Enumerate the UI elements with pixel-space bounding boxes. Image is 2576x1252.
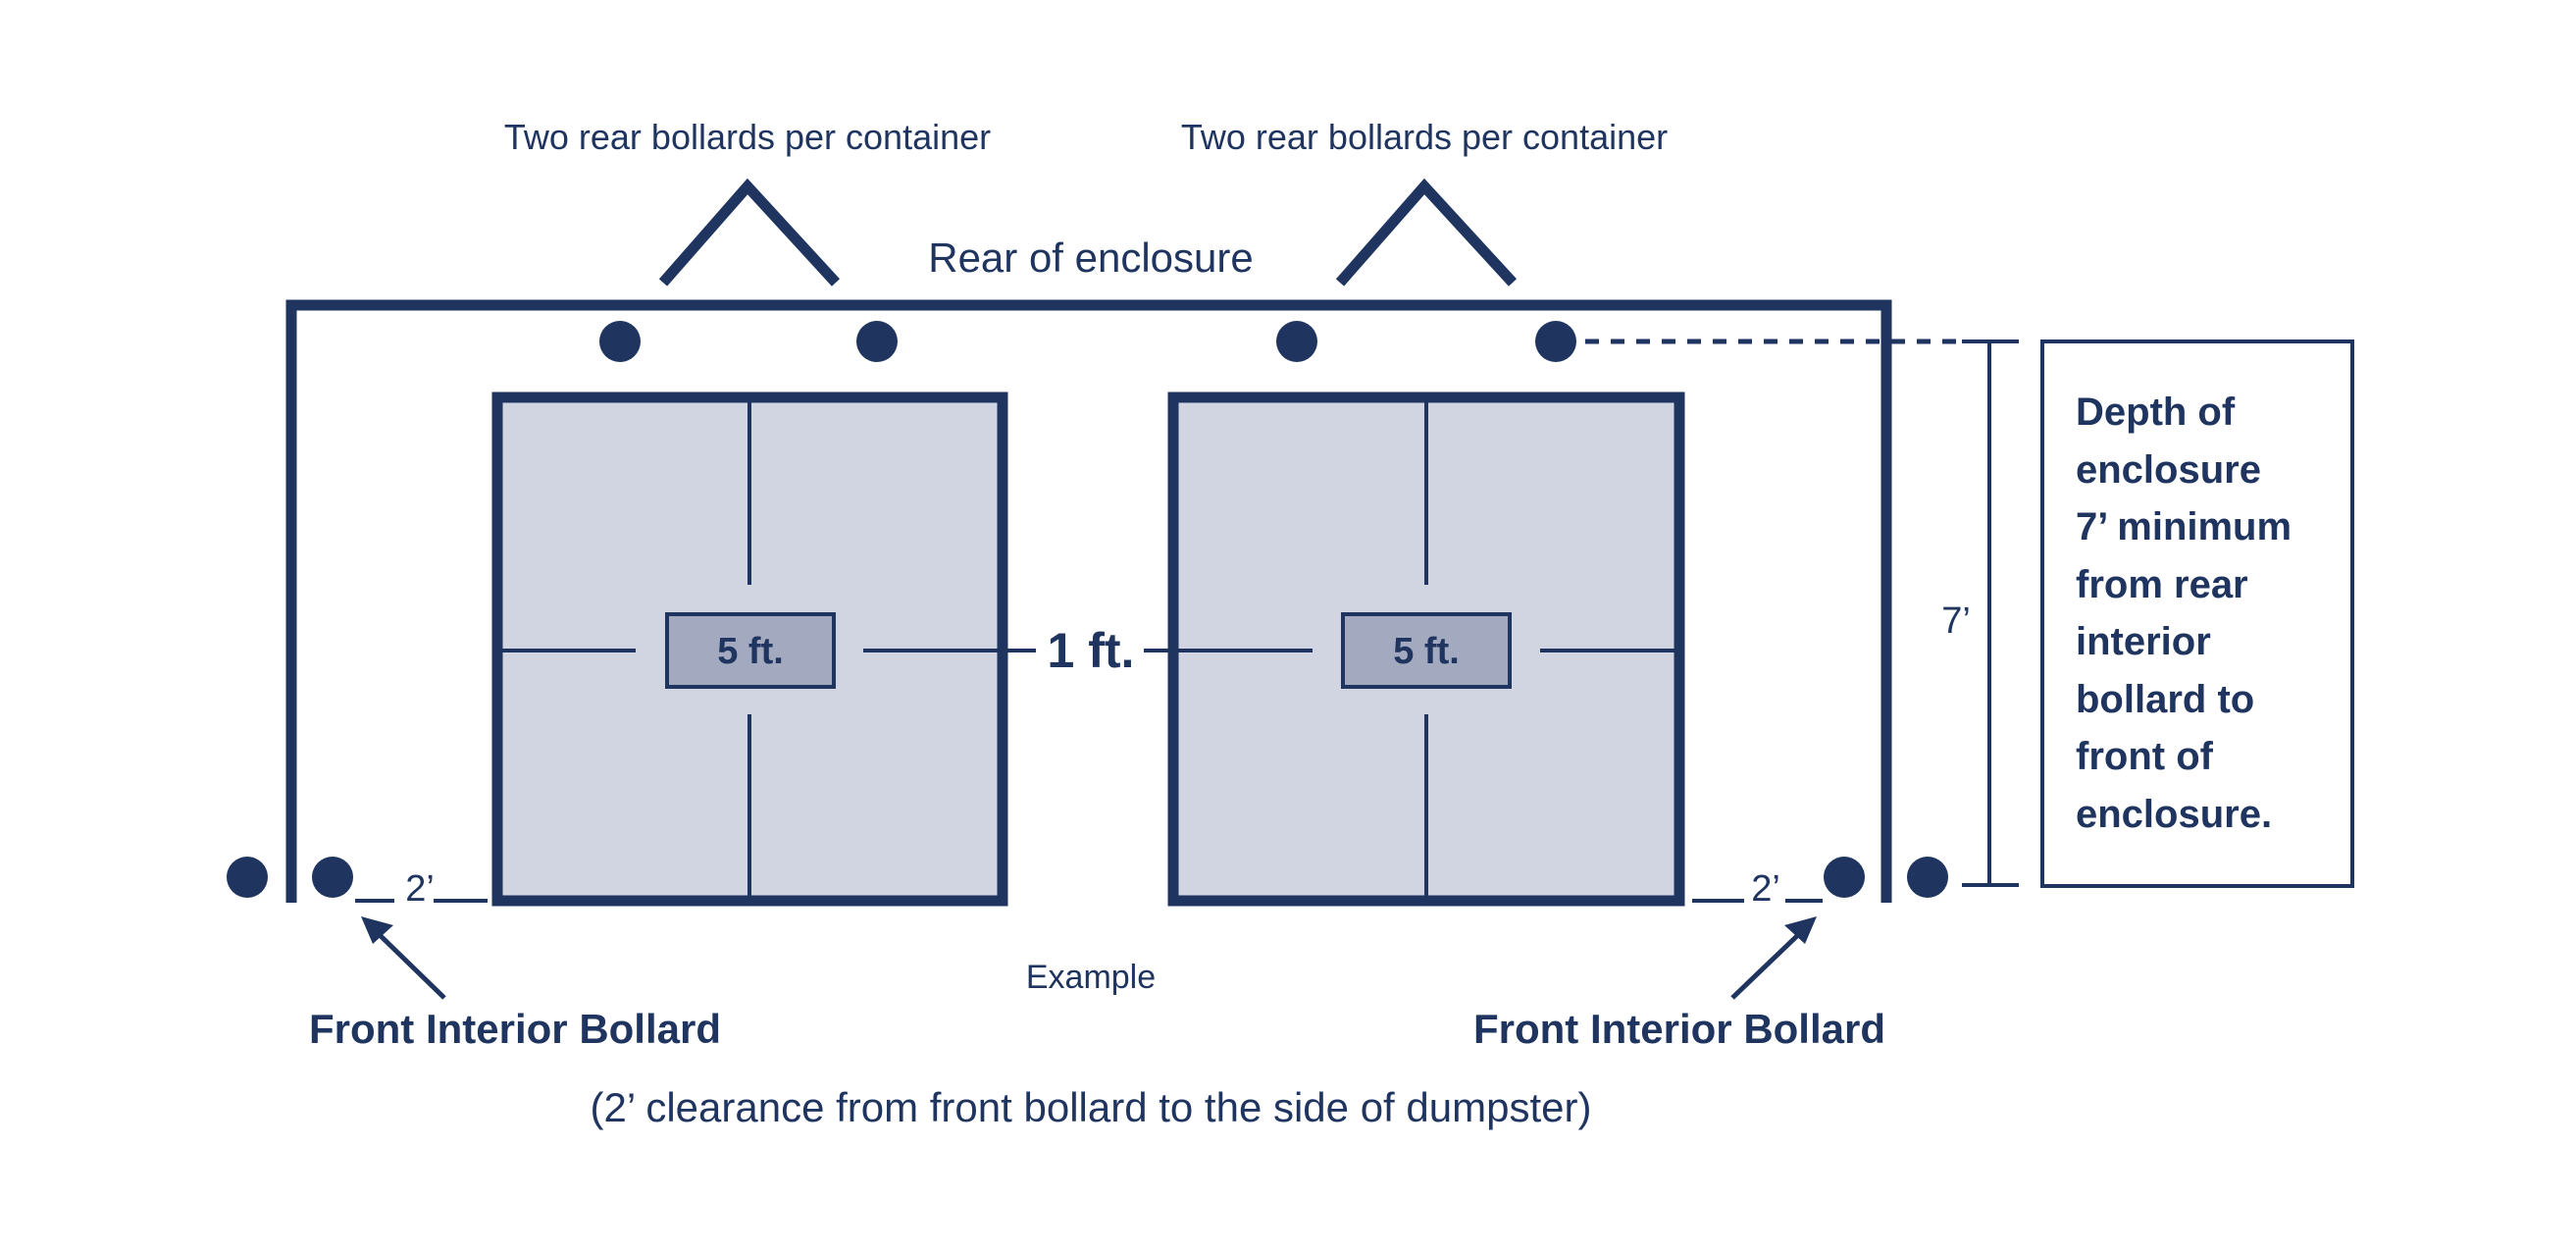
arrowhead-left <box>361 916 393 944</box>
example-label: Example <box>1026 959 1156 996</box>
rear-bollard <box>1535 321 1576 362</box>
front-exterior-bollard <box>1907 857 1948 898</box>
gap-label: 1 ft. <box>1048 623 1135 678</box>
chevron-left <box>658 178 841 287</box>
callout-line: enclosure. <box>2076 793 2272 836</box>
container-left-width-label: 5 ft. <box>717 631 784 672</box>
callout-line: 7’ minimum <box>2076 505 2292 548</box>
chevron-right <box>1335 178 1518 287</box>
container-right-width-box <box>1341 612 1512 689</box>
front-bollard-label-right: Front Interior Bollard <box>1473 1006 1885 1052</box>
arrow-right <box>1730 930 1803 1000</box>
callout-line: bollard to <box>2076 678 2254 721</box>
container-right-width-label: 5 ft. <box>1393 631 1460 672</box>
rear-bollard <box>1276 321 1317 362</box>
front-exterior-bollard <box>227 857 268 898</box>
front-interior-bollard <box>1824 857 1865 898</box>
container-left-width-box <box>665 612 836 689</box>
callout-line: front of <box>2076 735 2214 778</box>
arrow-left <box>375 930 446 1000</box>
callout-line: enclosure <box>2076 448 2261 492</box>
rear-bollard <box>856 321 898 362</box>
callout-line: from rear <box>2076 563 2248 606</box>
clearance-note: (2’ clearance from front bollard to the … <box>591 1084 1592 1130</box>
arrowhead-right <box>1784 916 1817 944</box>
rear-bollard <box>599 321 641 362</box>
depth-callout-text: Depth of enclosure 7’ minimum from rear … <box>2076 391 2292 836</box>
clearance-label-right: 2’ <box>1751 868 1780 910</box>
enclosure-wall <box>285 299 1892 903</box>
front-interior-bollard <box>312 857 353 898</box>
rear-of-enclosure-label: Rear of enclosure <box>928 235 1254 281</box>
callout-line: Depth of <box>2076 391 2236 434</box>
depth-callout-box <box>2040 339 2354 888</box>
rear-bollards-label-left: Two rear bollards per container <box>504 117 991 157</box>
callout-line: interior <box>2076 620 2211 663</box>
front-bollard-label-left: Front Interior Bollard <box>309 1006 721 1052</box>
clearance-label-left: 2’ <box>405 868 435 910</box>
rear-bollards-label-right: Two rear bollards per container <box>1181 117 1668 157</box>
depth-dimension-label: 7’ <box>1941 600 1971 642</box>
